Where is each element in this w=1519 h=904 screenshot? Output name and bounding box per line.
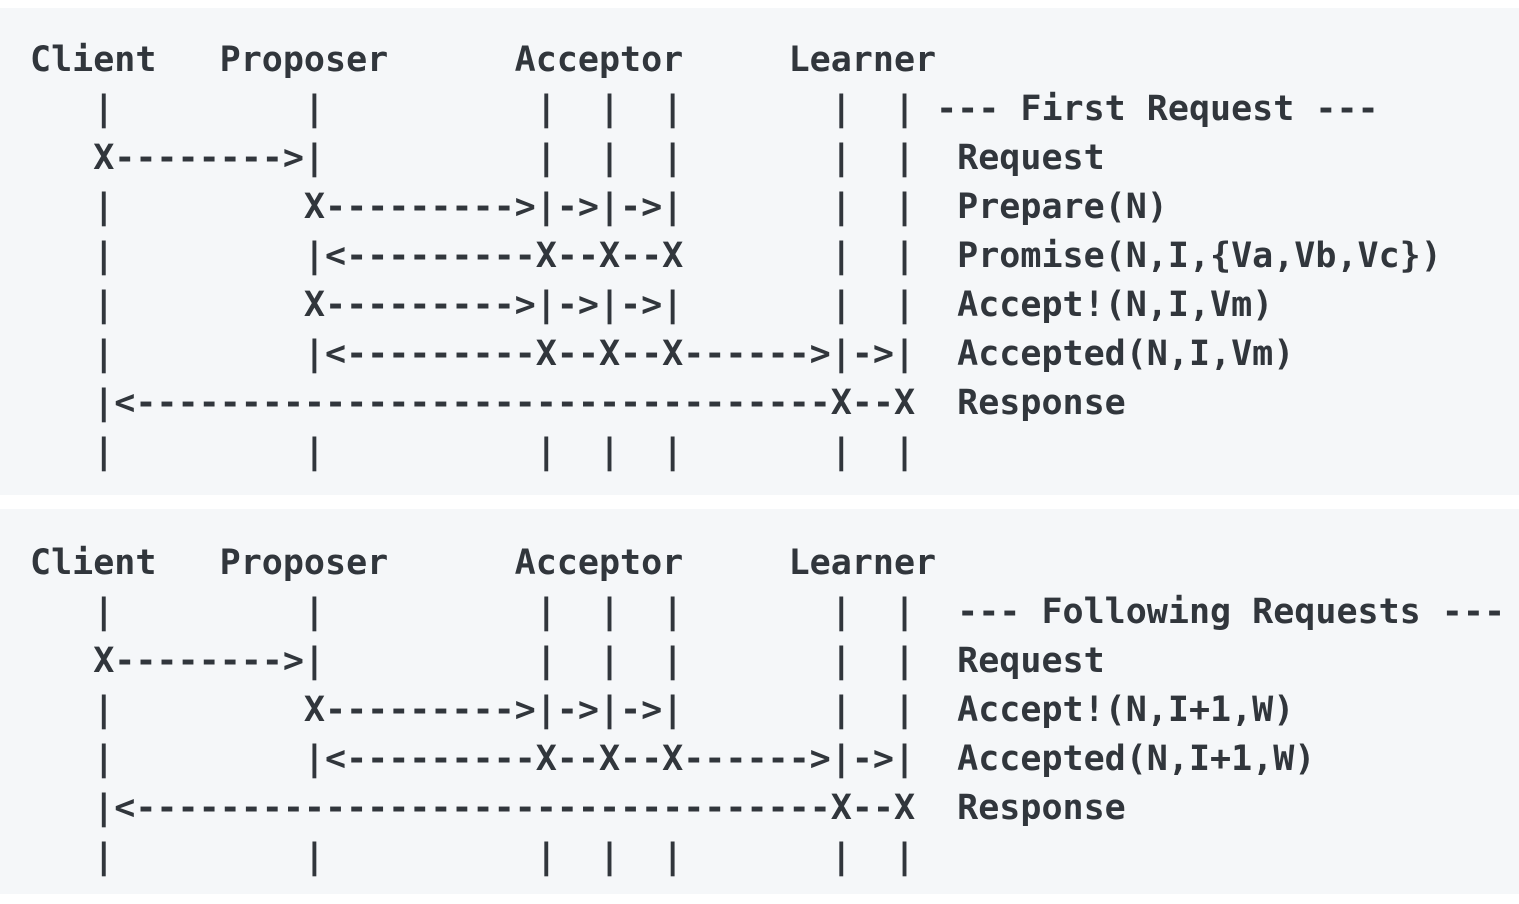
paxos-following-requests-diagram: Client Proposer Acceptor Learner | | | |… [0,509,1519,894]
paxos-first-request-diagram: Client Proposer Acceptor Learner | | | |… [0,8,1519,495]
panel-divider [0,495,1519,509]
